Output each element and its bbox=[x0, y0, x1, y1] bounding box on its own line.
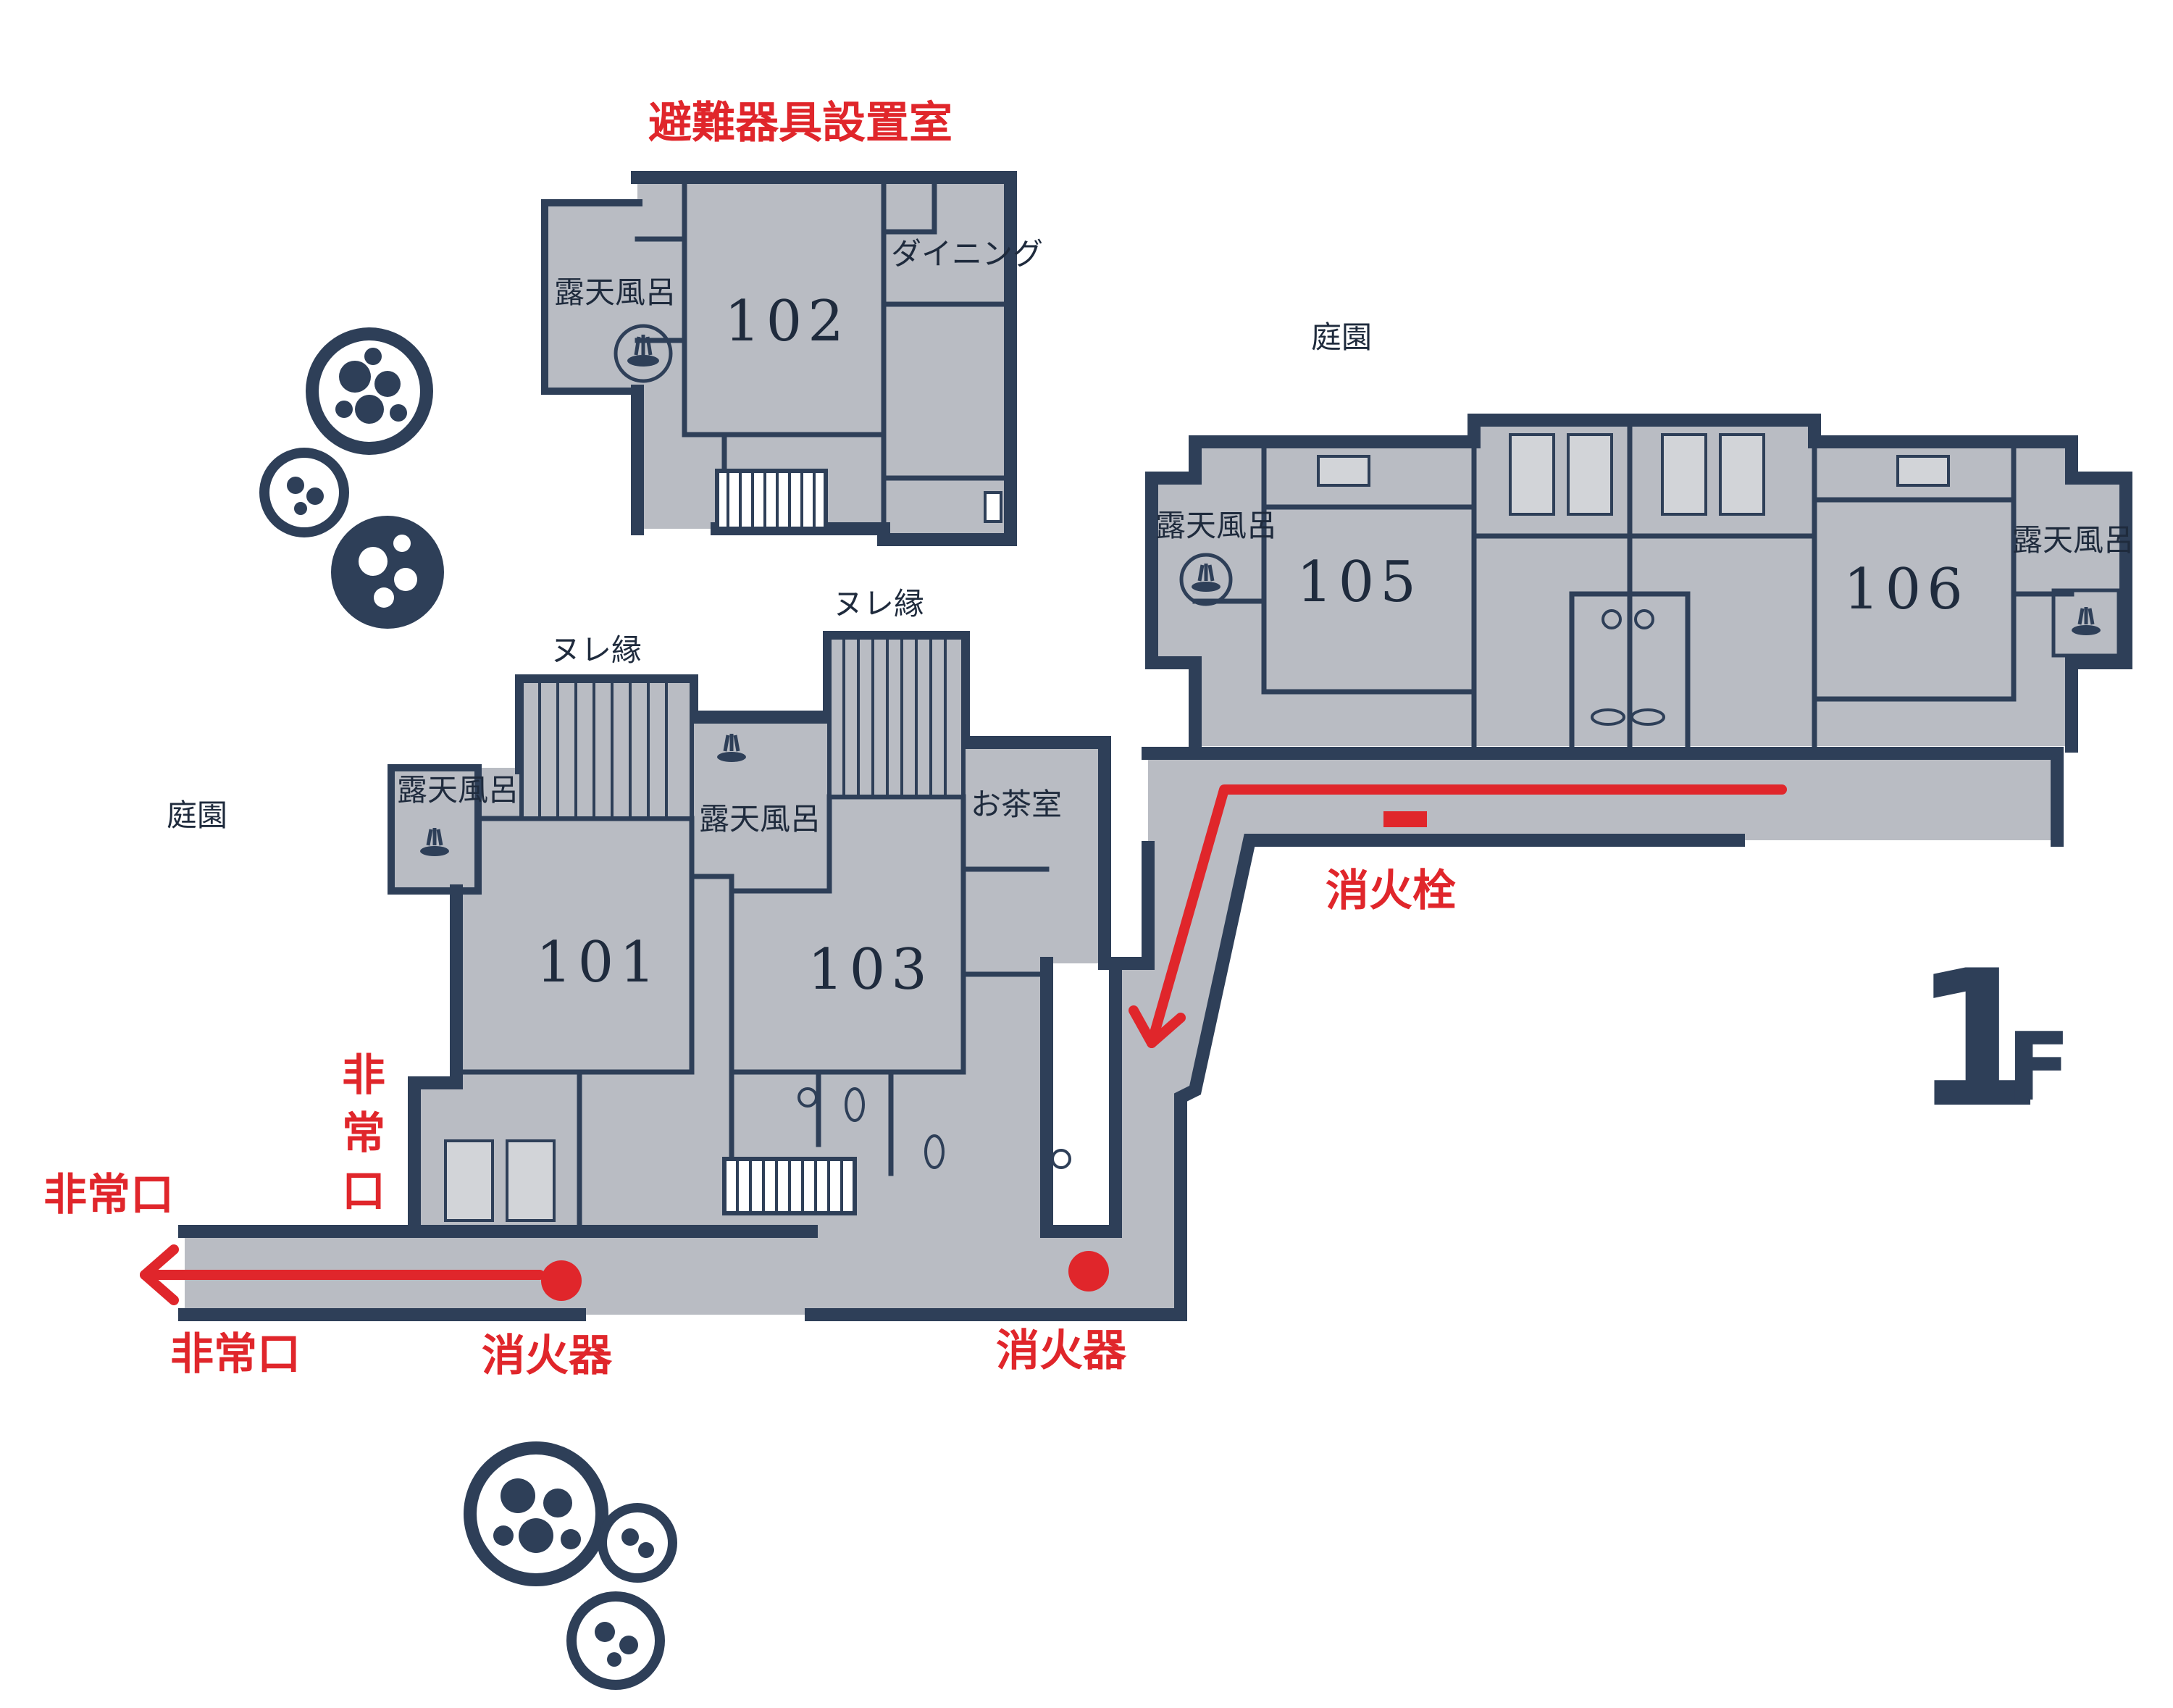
toilet-icon bbox=[797, 1087, 1071, 1169]
nure-en-label: ヌレ縁 bbox=[550, 632, 642, 668]
building-101-103 bbox=[388, 631, 1111, 1238]
building-105-106 bbox=[1145, 414, 2132, 753]
hot-spring-icon bbox=[2051, 588, 2121, 658]
bath-label: 露天風呂 bbox=[699, 801, 821, 837]
fire-extinguisher-label: 消火器 bbox=[482, 1331, 613, 1381]
tree-icon bbox=[259, 327, 677, 1690]
fire-hydrant-marker bbox=[1383, 811, 1427, 827]
floor-number: 1 bbox=[1912, 931, 2043, 1150]
bath-label: 露天風呂 bbox=[397, 772, 519, 808]
floor-suffix: F bbox=[2006, 1012, 2071, 1122]
emergency-exit-vertical-char: 常 bbox=[342, 1108, 385, 1159]
bath-label: 露天風呂 bbox=[1155, 508, 1277, 543]
nure-en-label: ヌレ縁 bbox=[833, 586, 924, 621]
room-105-label: 105 bbox=[1297, 550, 1422, 615]
corridor bbox=[178, 747, 2064, 1321]
fire-hydrant-label: 消火栓 bbox=[1326, 866, 1456, 916]
hot-spring-icon bbox=[614, 324, 673, 383]
fire-extinguisher-marker bbox=[541, 1260, 582, 1301]
emergency-exit-label: 非常口 bbox=[43, 1170, 174, 1221]
page-title: 避難器具設置室 bbox=[648, 98, 952, 148]
room-103-label: 103 bbox=[808, 937, 933, 1002]
fire-extinguisher-label: 消火器 bbox=[996, 1326, 1127, 1376]
room-106-label: 106 bbox=[1843, 557, 1969, 622]
emergency-exit-vertical-char: 口 bbox=[342, 1166, 385, 1217]
toilet-icon bbox=[1591, 609, 1665, 726]
evacuation-route bbox=[140, 784, 1787, 1305]
bed-icon bbox=[444, 1139, 556, 1222]
building-102 bbox=[541, 171, 1017, 546]
hot-spring-icon bbox=[420, 828, 449, 856]
room-102-label: 102 bbox=[724, 289, 850, 354]
bath-label: 露天風呂 bbox=[2012, 522, 2134, 558]
room-101-label: 101 bbox=[536, 930, 661, 995]
fire-extinguisher-marker bbox=[1068, 1251, 1109, 1292]
bed-icon bbox=[1317, 433, 1950, 516]
garden-label: 庭園 bbox=[1311, 319, 1372, 355]
hot-spring-icon bbox=[717, 734, 746, 762]
tea-room-label: お茶室 bbox=[971, 787, 1062, 822]
emergency-exit-vertical-char: 非 bbox=[342, 1050, 385, 1101]
hot-spring-icon bbox=[1179, 553, 1233, 606]
emergency-exit-label: 非常口 bbox=[170, 1329, 301, 1380]
bath-label: 露天風呂 bbox=[554, 275, 676, 310]
dining-label: ダイニング bbox=[891, 236, 1043, 272]
garden-label: 庭園 bbox=[167, 798, 227, 833]
